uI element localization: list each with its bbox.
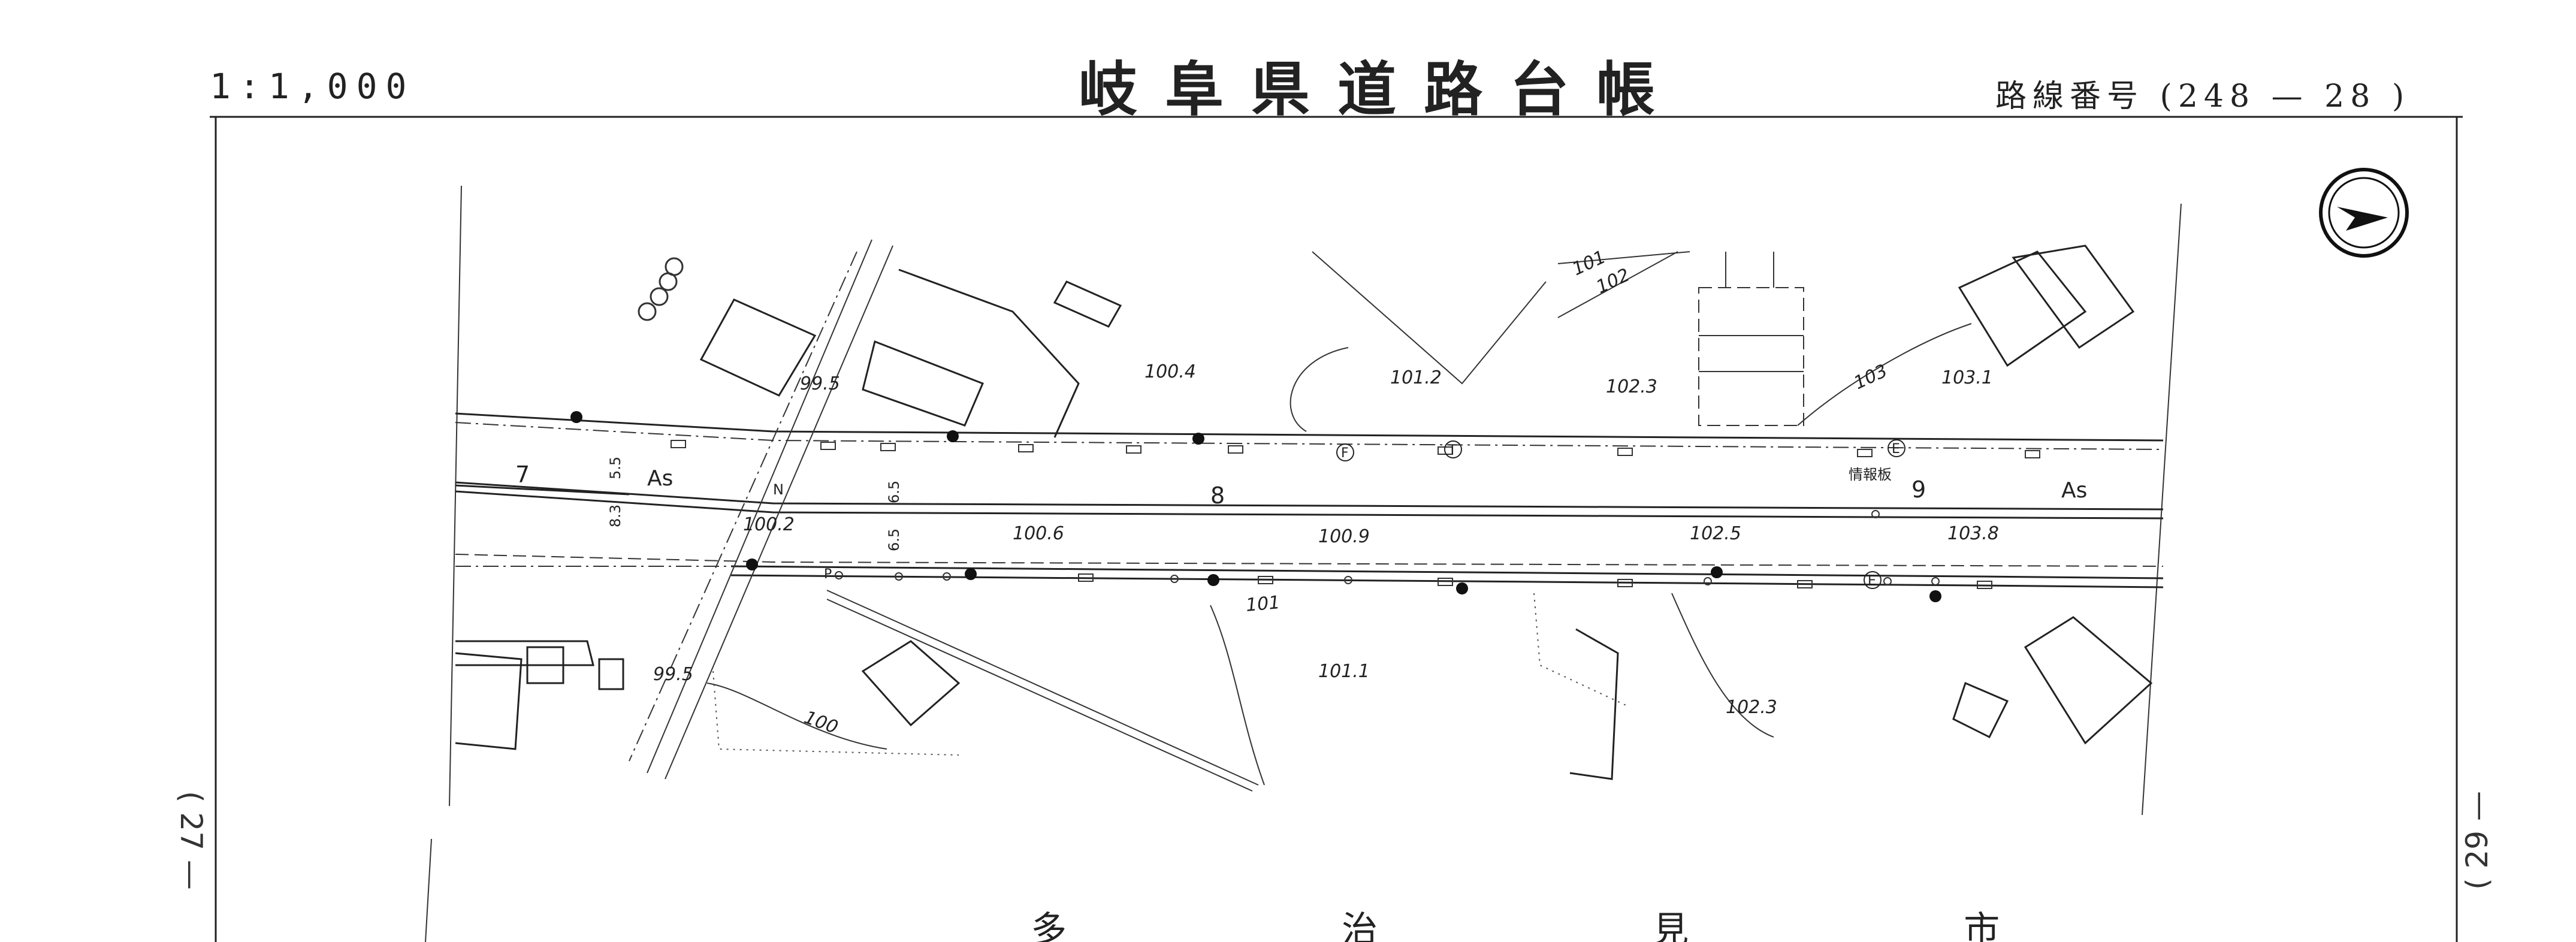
elevation-label: 101.2 (1390, 367, 1442, 388)
main-road (455, 412, 2164, 588)
information-board-label: 情報板 (1849, 466, 1892, 483)
facility-symbols: F T E E P (824, 439, 1905, 589)
buildings (455, 244, 2153, 780)
elevation-label: 103.8 (1947, 523, 1999, 544)
map-scale: 1:1,000 (210, 66, 415, 107)
elevation-label: 100.2 (743, 514, 795, 535)
elevation-label: 102.3 (1606, 376, 1657, 397)
elevation-label: 100.9 (1318, 526, 1370, 547)
parking-symbol: P (824, 567, 832, 582)
route-number: 路線番号 (248 — 28 ) (1995, 78, 2411, 114)
telephone-symbol: T (1448, 443, 1457, 458)
railway-hatching (826, 590, 1259, 792)
place-name: 多 治 見 市 (1031, 909, 2131, 942)
width-label: 8.3 (607, 505, 624, 527)
dashed-structure (1698, 252, 1804, 426)
elevation-label: 102.3 (1726, 697, 1777, 718)
width-label: 5.5 (607, 457, 624, 479)
width-label: 6.5 (886, 529, 902, 551)
utility-poles (570, 411, 1941, 602)
contour-label: 103 (1851, 360, 1891, 394)
contour-label: 100 (801, 707, 841, 738)
electric-symbol: E (1892, 442, 1900, 457)
surface-label: As (2061, 478, 2087, 503)
surface-label: As (647, 466, 673, 491)
station-label: 8 (1210, 482, 1225, 509)
electric-symbol: E (1868, 573, 1876, 588)
surface-labels: As As N (647, 466, 2087, 503)
elevation-label: 102.5 (1690, 523, 1741, 544)
tree-symbols (638, 257, 684, 321)
cross-street (629, 239, 893, 780)
elevation-label: 101.1 (1318, 661, 1370, 682)
elevation-label: 99.5 (653, 664, 693, 685)
elevation-label: 103.1 (1941, 367, 1993, 388)
roadside-markers (671, 440, 2040, 589)
previous-page-number: ( 27 — (174, 791, 209, 890)
width-label: 6.5 (886, 481, 902, 503)
road-elevations: 100.2 100.6 100.9 102.5 103.8 (743, 514, 1999, 547)
contour-lines (706, 251, 1972, 786)
contour-label: 101 (1245, 592, 1281, 616)
area-elevations: 99.5 100.4 101.2 102.3 103.1 101.1 102.3… (653, 361, 1993, 718)
elevation-label: 100.4 (1144, 361, 1196, 382)
elevation-label: 99.5 (800, 373, 840, 394)
north-arrow-icon (2319, 168, 2409, 258)
contour-labels: 100 101 101 102 103 (801, 246, 1891, 738)
station-label: 9 (1911, 476, 1926, 503)
north-marker: N (773, 481, 784, 498)
station-label: 7 (515, 461, 530, 488)
fire-hydrant-symbol: F (1341, 446, 1349, 461)
station-labels: 7 8 9 (515, 461, 1926, 509)
width-labels: 5.5 8.3 6.5 6.5 (607, 457, 902, 551)
elevation-label: 100.6 (1013, 523, 1064, 544)
page-title: 岐阜県道路台帳 (1079, 56, 1683, 124)
